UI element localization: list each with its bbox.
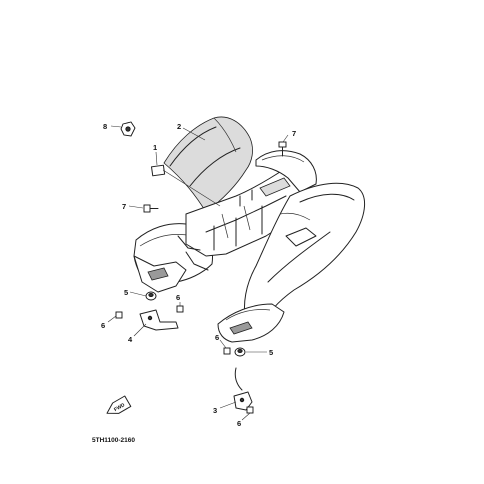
warning-label [151,164,166,177]
bracket-left [139,309,179,331]
fwd-arrow-icon: FWD [106,395,132,414]
callout-3: 3 [213,406,217,415]
callout-6b: 6 [101,321,105,330]
bolt-bottom [246,406,254,414]
rear-fender-panel [163,116,253,213]
drawing-code: 5TH1100-2160 [92,437,135,444]
rear-fender-body [133,150,365,343]
fwd-label: FWD [113,402,126,413]
bracket-right [233,367,253,411]
callout-6a: 6 [176,293,180,302]
callout-2: 2 [177,122,181,131]
grommet-left [145,291,157,301]
grommet-right [234,347,246,357]
callout-5a: 5 [124,288,128,297]
callout-4: 4 [128,335,133,344]
callout-6c: 6 [215,333,219,342]
bolt-upper [278,141,287,157]
callout-7b: 7 [292,129,296,138]
callout-8: 8 [103,122,107,131]
callout-7a: 7 [122,202,126,211]
callout-numbers: 8 2 1 7 7 5 6 6 4 6 5 3 6 [101,122,296,428]
bolt-bracket-right [176,305,184,313]
bolt-lower-upper [223,347,231,355]
bolt-left [143,204,159,213]
callout-1: 1 [153,143,157,152]
callout-6d: 6 [237,419,241,428]
clip-fastener [120,121,136,137]
bolt-bracket-left [115,311,123,319]
callout-5b: 5 [269,348,273,357]
leader-lines [107,125,289,421]
